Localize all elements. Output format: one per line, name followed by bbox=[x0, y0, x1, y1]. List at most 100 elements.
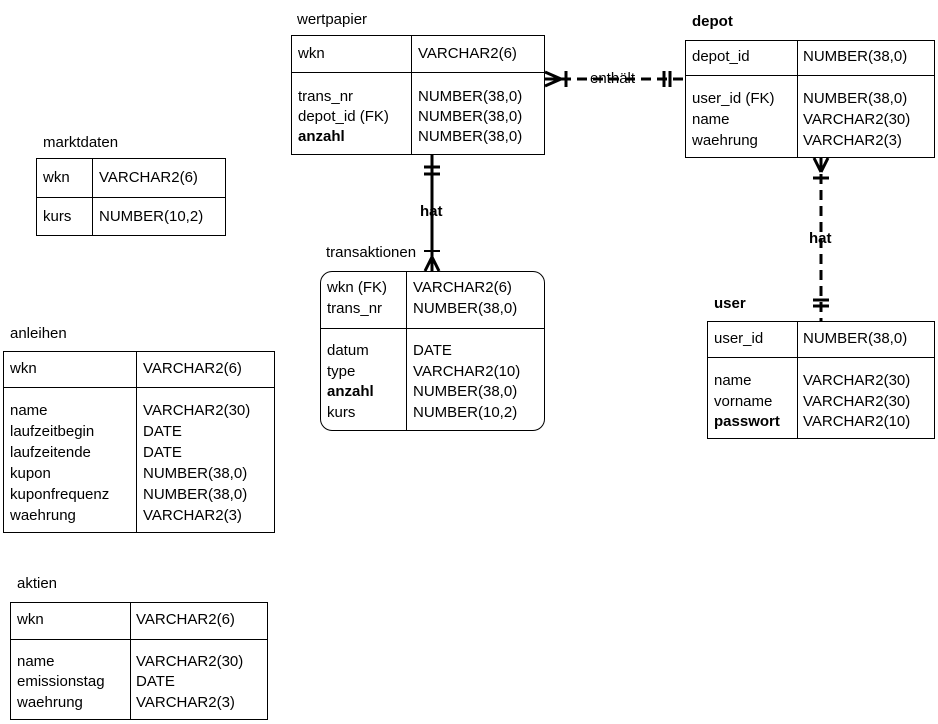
primary-key-section: wkn VARCHAR2(6) bbox=[4, 352, 274, 388]
relationship-hat-transaktionen[interactable] bbox=[423, 155, 441, 272]
attribute-name: waehrung bbox=[17, 694, 83, 711]
attribute-row: laufzeitende DATE bbox=[4, 442, 274, 463]
attribute-name: wkn bbox=[10, 360, 37, 377]
attribute-name: laufzeitbegin bbox=[10, 423, 95, 440]
entity-title-anleihen: anleihen bbox=[10, 325, 67, 342]
attribute-type: NUMBER(38,0) bbox=[418, 108, 523, 125]
attribute-row: depot_id (FK) NUMBER(38,0) bbox=[292, 106, 544, 127]
attribute-type: VARCHAR2(6) bbox=[143, 360, 242, 377]
attribute-type: NUMBER(38,0) bbox=[413, 383, 518, 400]
attribute-type: DATE bbox=[413, 342, 452, 359]
attribute-type: VARCHAR2(3) bbox=[803, 132, 902, 149]
crows-foot-icon bbox=[430, 256, 441, 272]
attribute-type: VARCHAR2(30) bbox=[803, 393, 911, 410]
relationship-hat-depot[interactable] bbox=[812, 157, 830, 321]
attribute-row: wkn VARCHAR2(6) bbox=[11, 609, 267, 630]
column-divider bbox=[411, 36, 412, 154]
attribute-type: VARCHAR2(10) bbox=[803, 413, 911, 430]
attribute-type: NUMBER(38,0) bbox=[418, 128, 523, 145]
attribute-type: NUMBER(38,0) bbox=[143, 486, 248, 503]
attribute-type: VARCHAR2(30) bbox=[143, 402, 251, 419]
attribute-name: user_id bbox=[714, 330, 764, 347]
attribute-name: trans_nr bbox=[327, 300, 383, 317]
crows-foot-icon bbox=[423, 256, 434, 272]
attribute-name: kurs bbox=[43, 208, 72, 225]
attribute-type: VARCHAR2(6) bbox=[136, 611, 235, 628]
attribute-name: anzahl bbox=[298, 128, 345, 145]
entity-title-user: user bbox=[714, 295, 746, 312]
attribute-name: kuponfrequenz bbox=[10, 486, 110, 503]
relationship-label-enthaelt: enthält bbox=[590, 70, 636, 87]
attribute-name: wkn (FK) bbox=[327, 279, 387, 296]
attribute-type: VARCHAR2(30) bbox=[803, 111, 911, 128]
attribute-row: kurs NUMBER(10,2) bbox=[37, 206, 225, 227]
attribute-name: vorname bbox=[714, 393, 773, 410]
attribute-row: kuponfrequenz NUMBER(38,0) bbox=[4, 484, 274, 505]
attribute-type: VARCHAR2(3) bbox=[143, 507, 242, 524]
entity-aktien[interactable]: wkn VARCHAR2(6) name VARCHAR2(30) emission… bbox=[10, 602, 268, 720]
attribute-name: emissionstag bbox=[17, 673, 105, 690]
attribute-row: user_id NUMBER(38,0) bbox=[708, 328, 934, 349]
attribute-type: NUMBER(38,0) bbox=[143, 465, 248, 482]
attribute-row: waehrung VARCHAR2(3) bbox=[686, 130, 934, 151]
column-divider bbox=[130, 603, 131, 719]
attribute-type: VARCHAR2(30) bbox=[136, 653, 244, 670]
attribute-type: VARCHAR2(3) bbox=[136, 694, 235, 711]
primary-key-section: user_id NUMBER(38,0) bbox=[708, 322, 934, 358]
attribute-section: name VARCHAR2(30) emissionstag DATE waehru… bbox=[11, 640, 267, 719]
attribute-section: kurs NUMBER(10,2) bbox=[37, 198, 225, 235]
attribute-name: depot_id (FK) bbox=[298, 108, 389, 125]
attribute-row: vorname VARCHAR2(30) bbox=[708, 391, 934, 412]
relationship-enthaelt[interactable] bbox=[544, 70, 685, 88]
attribute-name: passwort bbox=[714, 413, 780, 430]
attribute-row: kurs NUMBER(10,2) bbox=[321, 402, 544, 423]
attribute-type: VARCHAR2(6) bbox=[418, 45, 517, 62]
attribute-name: name bbox=[17, 653, 55, 670]
relationship-label-hat-transaktionen: hat bbox=[420, 203, 443, 220]
attribute-type: DATE bbox=[143, 444, 182, 461]
column-divider bbox=[406, 272, 407, 430]
attribute-name: waehrung bbox=[10, 507, 76, 524]
column-divider bbox=[136, 352, 137, 532]
attribute-type: NUMBER(38,0) bbox=[803, 330, 908, 347]
attribute-type: NUMBER(38,0) bbox=[803, 90, 908, 107]
attribute-name: kurs bbox=[327, 404, 356, 421]
attribute-name: laufzeitende bbox=[10, 444, 91, 461]
attribute-type: DATE bbox=[136, 673, 175, 690]
relationship-label-hat-depot: hat bbox=[809, 230, 832, 247]
attribute-row: passwort VARCHAR2(10) bbox=[708, 411, 934, 432]
attribute-name: wkn bbox=[43, 169, 70, 186]
entity-title-wertpapier: wertpapier bbox=[297, 11, 368, 28]
attribute-type: VARCHAR2(10) bbox=[413, 363, 521, 380]
attribute-row: depot_id NUMBER(38,0) bbox=[686, 46, 934, 67]
attribute-type: NUMBER(10,2) bbox=[413, 404, 518, 421]
attribute-row: name VARCHAR2(30) bbox=[11, 651, 267, 672]
column-divider bbox=[797, 41, 798, 157]
attribute-name: depot_id bbox=[692, 48, 750, 65]
attribute-name: waehrung bbox=[692, 132, 758, 149]
attribute-type: NUMBER(10,2) bbox=[99, 208, 204, 225]
attribute-row: emissionstag DATE bbox=[11, 671, 267, 692]
attribute-type: NUMBER(38,0) bbox=[803, 48, 908, 65]
attribute-name: wkn bbox=[17, 611, 44, 628]
